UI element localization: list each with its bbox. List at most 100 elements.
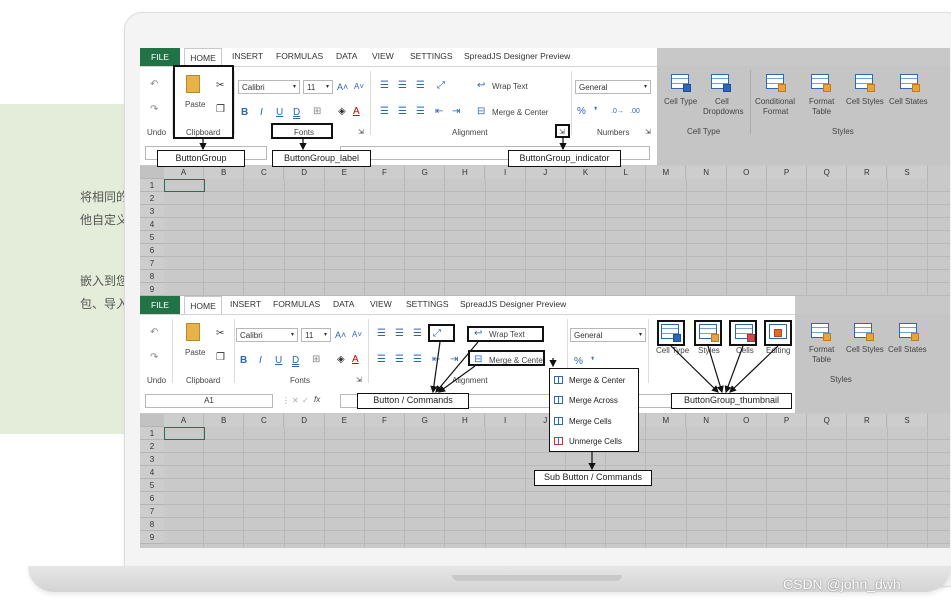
- paste-icon[interactable]: [186, 323, 200, 341]
- tab-view[interactable]: VIEW: [372, 51, 394, 61]
- align-top-icon[interactable]: ☰: [377, 328, 386, 339]
- format-table-icon[interactable]: [809, 72, 831, 92]
- styles-label[interactable]: Styles: [698, 346, 720, 355]
- format-table-label-1[interactable]: Format: [809, 97, 835, 106]
- orientation-icon[interactable]: ⤢: [433, 328, 441, 339]
- tab-file[interactable]: FILE: [140, 48, 180, 66]
- conditional-format-label-1[interactable]: Conditional: [755, 97, 796, 106]
- comma-style-icon[interactable]: ❜: [594, 106, 598, 117]
- row-header[interactable]: 4: [140, 466, 164, 479]
- bold-icon[interactable]: B: [240, 355, 248, 366]
- decrease-font-icon[interactable]: A˅: [354, 82, 365, 91]
- tab-home[interactable]: HOME: [184, 296, 222, 315]
- font-size-select[interactable]: 11▾: [301, 328, 331, 342]
- row-header[interactable]: 1: [140, 427, 164, 440]
- row-header[interactable]: 9: [140, 531, 164, 544]
- cell-states-label[interactable]: Cell States: [888, 345, 927, 354]
- cell-styles-icon[interactable]: [852, 321, 874, 341]
- increase-indent-icon[interactable]: ⇥: [452, 106, 461, 117]
- percent-icon[interactable]: %: [577, 106, 586, 117]
- column-header[interactable]: F: [365, 166, 405, 179]
- tab-home[interactable]: HOME: [184, 48, 222, 67]
- column-header[interactable]: G: [405, 166, 446, 179]
- tab-designer-preview[interactable]: SpreadJS Designer Preview: [460, 299, 567, 309]
- wrap-text-icon[interactable]: ↩: [474, 328, 483, 339]
- cells-label[interactable]: Cells: [736, 346, 754, 355]
- row-header[interactable]: 6: [140, 492, 164, 505]
- decrease-indent-icon[interactable]: ⇤: [435, 106, 444, 117]
- merge-center-label[interactable]: Merge & Center: [489, 356, 546, 365]
- copy-icon[interactable]: ❐: [216, 104, 225, 115]
- undo-icon[interactable]: ↶: [150, 79, 159, 90]
- row-header[interactable]: 1: [140, 179, 164, 192]
- wrap-text-label[interactable]: Wrap Text: [492, 82, 528, 91]
- redo-icon[interactable]: ↷: [150, 352, 159, 363]
- column-header[interactable]: N: [686, 414, 727, 427]
- row-header[interactable]: 8: [140, 270, 164, 283]
- column-header[interactable]: I: [485, 414, 526, 427]
- editing-icon[interactable]: [767, 322, 789, 342]
- column-header[interactable]: O: [726, 414, 767, 427]
- select-all-corner[interactable]: [140, 414, 164, 427]
- cell-type-icon[interactable]: [669, 72, 691, 92]
- cell-dropdowns-label-1[interactable]: Cell: [715, 97, 729, 106]
- align-bottom-icon[interactable]: ☰: [416, 80, 425, 91]
- fill-color-icon[interactable]: ◈: [337, 354, 345, 365]
- column-header[interactable]: D: [284, 414, 325, 427]
- tab-data[interactable]: DATA: [336, 51, 358, 61]
- select-all-corner[interactable]: [140, 166, 164, 179]
- column-header[interactable]: H: [445, 414, 486, 427]
- column-header[interactable]: L: [606, 166, 647, 179]
- conditional-format-label-2[interactable]: Format: [763, 107, 789, 116]
- italic-icon[interactable]: I: [260, 107, 263, 118]
- tab-formulas[interactable]: FORMULAS: [276, 51, 324, 61]
- column-header[interactable]: P: [767, 414, 807, 427]
- redo-icon[interactable]: ↷: [150, 104, 159, 115]
- tab-settings[interactable]: SETTINGS: [410, 51, 453, 61]
- double-underline-icon[interactable]: D: [292, 355, 300, 366]
- align-top-icon[interactable]: ☰: [380, 80, 389, 91]
- column-header[interactable]: B: [204, 166, 245, 179]
- row-header[interactable]: 3: [140, 453, 164, 466]
- number-format-select[interactable]: General▾: [570, 328, 646, 342]
- border-icon[interactable]: ⊞: [313, 106, 322, 117]
- orientation-icon[interactable]: ⤢: [437, 80, 445, 91]
- column-header[interactable]: J: [525, 166, 566, 179]
- cancel-icon[interactable]: ✕: [292, 396, 299, 405]
- column-header[interactable]: R: [847, 166, 888, 179]
- column-header[interactable]: M: [646, 166, 687, 179]
- column-header[interactable]: M: [646, 414, 687, 427]
- tab-insert[interactable]: INSERT: [232, 51, 264, 61]
- row-header[interactable]: 9: [140, 283, 164, 296]
- row-header[interactable]: 2: [140, 440, 164, 453]
- font-name-select[interactable]: Calibri▾: [236, 328, 298, 342]
- column-header[interactable]: K: [566, 166, 606, 179]
- format-table-icon[interactable]: [809, 321, 831, 341]
- undo-icon[interactable]: ↶: [150, 327, 159, 338]
- format-table-label-2[interactable]: Table: [812, 107, 832, 116]
- column-header[interactable]: Q: [807, 166, 848, 179]
- decrease-font-icon[interactable]: A˅: [352, 330, 363, 339]
- align-bottom-icon[interactable]: ☰: [413, 328, 422, 339]
- tab-formulas[interactable]: FORMULAS: [273, 299, 321, 309]
- column-header[interactable]: I: [485, 166, 526, 179]
- comma-style-icon[interactable]: ❜: [591, 356, 595, 367]
- column-header[interactable]: B: [204, 414, 245, 427]
- align-left-icon[interactable]: ☰: [377, 354, 386, 365]
- conditional-format-icon[interactable]: [764, 72, 786, 92]
- font-color-icon[interactable]: A: [353, 106, 360, 117]
- font-color-icon[interactable]: A: [352, 354, 359, 365]
- column-header[interactable]: C: [244, 414, 285, 427]
- submenu-item-unmerge-cells[interactable]: Unmerge Cells: [554, 437, 622, 446]
- cut-icon[interactable]: ✂: [216, 80, 225, 91]
- column-header[interactable]: S: [887, 166, 928, 179]
- decrease-decimal-icon[interactable]: .00: [630, 108, 640, 115]
- row-header[interactable]: 7: [140, 505, 164, 518]
- cell-type-label[interactable]: Cell Type: [656, 346, 690, 355]
- underline-icon[interactable]: U: [276, 107, 284, 118]
- active-cell[interactable]: [164, 427, 205, 440]
- cell-styles-icon[interactable]: [853, 72, 875, 92]
- cell-type-label[interactable]: Cell Type: [664, 97, 698, 106]
- cut-icon[interactable]: ✂: [216, 328, 225, 339]
